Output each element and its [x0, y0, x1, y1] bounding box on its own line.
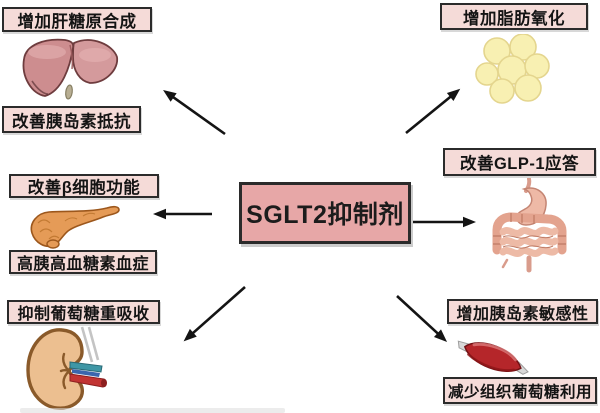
fat-cells-icon [475, 34, 550, 104]
liver-icon [22, 38, 118, 100]
label-box-liver-top: 增加肝糖原合成 [2, 7, 152, 32]
label-box-fat: 增加脂肪氧化 [440, 3, 588, 30]
kidney-icon [26, 326, 107, 410]
label-box-muscle-top: 增加胰岛素敏感性 [447, 299, 598, 324]
muscle-icon [457, 340, 529, 375]
arrow-center-to-muscle [396, 295, 448, 343]
intestine-icon [492, 178, 567, 273]
arrow-center-to-pancreas [153, 208, 212, 220]
label-box-pancreas-bottom: 高胰高血糖素血症 [9, 250, 157, 274]
label-box-gut: 改善GLP-1应答 [443, 148, 596, 176]
arrow-center-to-kidney [183, 286, 246, 342]
center-box-sglt2-inhibitor: SGLT2抑制剂 [239, 182, 411, 244]
label-box-muscle-bottom: 减少组织葡萄糖利用 [443, 377, 597, 404]
arrow-center-to-liver [163, 89, 226, 136]
label-box-kidney: 抑制葡萄糖重吸收 [7, 300, 160, 324]
arrow-center-to-gut [413, 216, 476, 228]
label-box-liver-bottom: 改善胰岛素抵抗 [2, 106, 141, 133]
label-box-pancreas-top: 改善β细胞功能 [9, 174, 159, 198]
pancreas-icon [30, 205, 120, 249]
cropped-text-remnant [20, 408, 285, 413]
arrow-center-to-fat [405, 88, 461, 135]
